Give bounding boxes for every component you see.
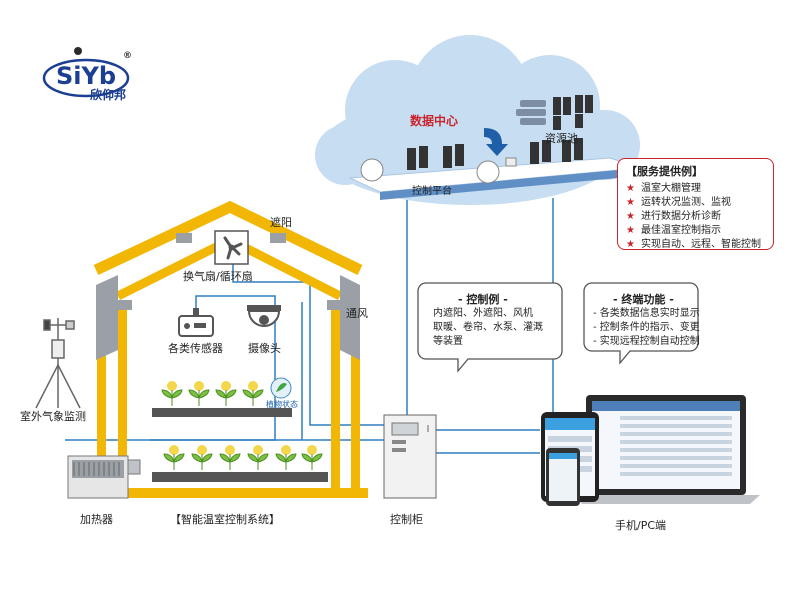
- service-item: ★实现自动、远程、智能控制: [626, 239, 761, 250]
- plant-shelf-upper: [152, 408, 292, 417]
- sensors-label: 各类传感器: [168, 342, 223, 355]
- service-item: ★温室大棚管理: [626, 183, 701, 194]
- plant-status-label: 植物状态: [266, 400, 298, 409]
- terminal-bubble-title: - 终端功能 -: [613, 293, 674, 306]
- weather-label: 室外气象监测: [20, 410, 86, 423]
- greenhouse-frame: [90, 200, 368, 498]
- heater-label: 加热器: [80, 513, 113, 526]
- plants-upper: [161, 381, 264, 406]
- camera-icon: [247, 305, 281, 327]
- fan-label: 换气扇/循环扇: [183, 270, 253, 283]
- fan-icon: [214, 230, 249, 265]
- router-icons: [360, 157, 517, 184]
- terminal-bubble-item: - 实现远程控制自动控制: [593, 336, 700, 347]
- resource-pool-label: 资源池: [545, 132, 578, 145]
- logo-oval: [42, 58, 130, 98]
- transfer-arrow-icon: [484, 128, 508, 156]
- terminal-bubble-item: - 控制条件的指示、变更: [593, 322, 700, 333]
- logo-mark: SiYb: [56, 62, 117, 90]
- weather-station-icon: [35, 318, 81, 409]
- plant-shelf-lower: [152, 472, 328, 482]
- control-bubble-title: - 控制例 -: [458, 293, 508, 306]
- phone-icon: [546, 448, 580, 506]
- terminal-bubble-item: - 各类数据信息实时显示: [593, 308, 700, 319]
- laptop-icon: [572, 395, 760, 504]
- service-item: ★最佳温室控制指示: [626, 225, 721, 236]
- logo-registered: ®: [123, 51, 132, 61]
- terminal-label: 手机/PC端: [615, 519, 667, 532]
- plants-lower: [163, 445, 323, 470]
- server-racks: [407, 95, 593, 170]
- service-item: ★进行数据分析诊断: [626, 211, 721, 222]
- logo-name: 欣仰邦: [90, 88, 127, 102]
- heater-icon: [67, 455, 141, 499]
- control-platform-label: 控制平台: [412, 186, 452, 197]
- service-item: ★运转状况监测、监视: [626, 197, 731, 208]
- plant-status-icon: [270, 377, 292, 399]
- sensor-icon: [178, 308, 214, 337]
- terminal-bubble-shape: [583, 282, 699, 365]
- services-title: 【服务提供例】: [626, 165, 703, 178]
- ventilation-label: 通风: [346, 307, 368, 320]
- shade-label: 遮阳: [270, 216, 292, 229]
- data-center-label: 数据中心: [410, 114, 459, 128]
- camera-label: 摄像头: [248, 342, 281, 355]
- control-bubble-shape: [417, 282, 563, 373]
- control-bubble-line: 取暖、卷帘、水泵、灌溉: [433, 322, 543, 333]
- storage-icon: [516, 100, 546, 125]
- system-label: 【智能温室控制系统】: [170, 513, 280, 526]
- cabinet-label: 控制柜: [390, 513, 423, 526]
- control-cabinet-icon: [383, 414, 437, 499]
- control-bubble-line: 内遮阳、外遮阳、风机: [433, 308, 533, 319]
- services-box: 【服务提供例】 ★温室大棚管理 ★运转状况监测、监视 ★进行数据分析诊断 ★最佳…: [617, 158, 774, 250]
- control-bubble-line: 等装置: [433, 336, 463, 347]
